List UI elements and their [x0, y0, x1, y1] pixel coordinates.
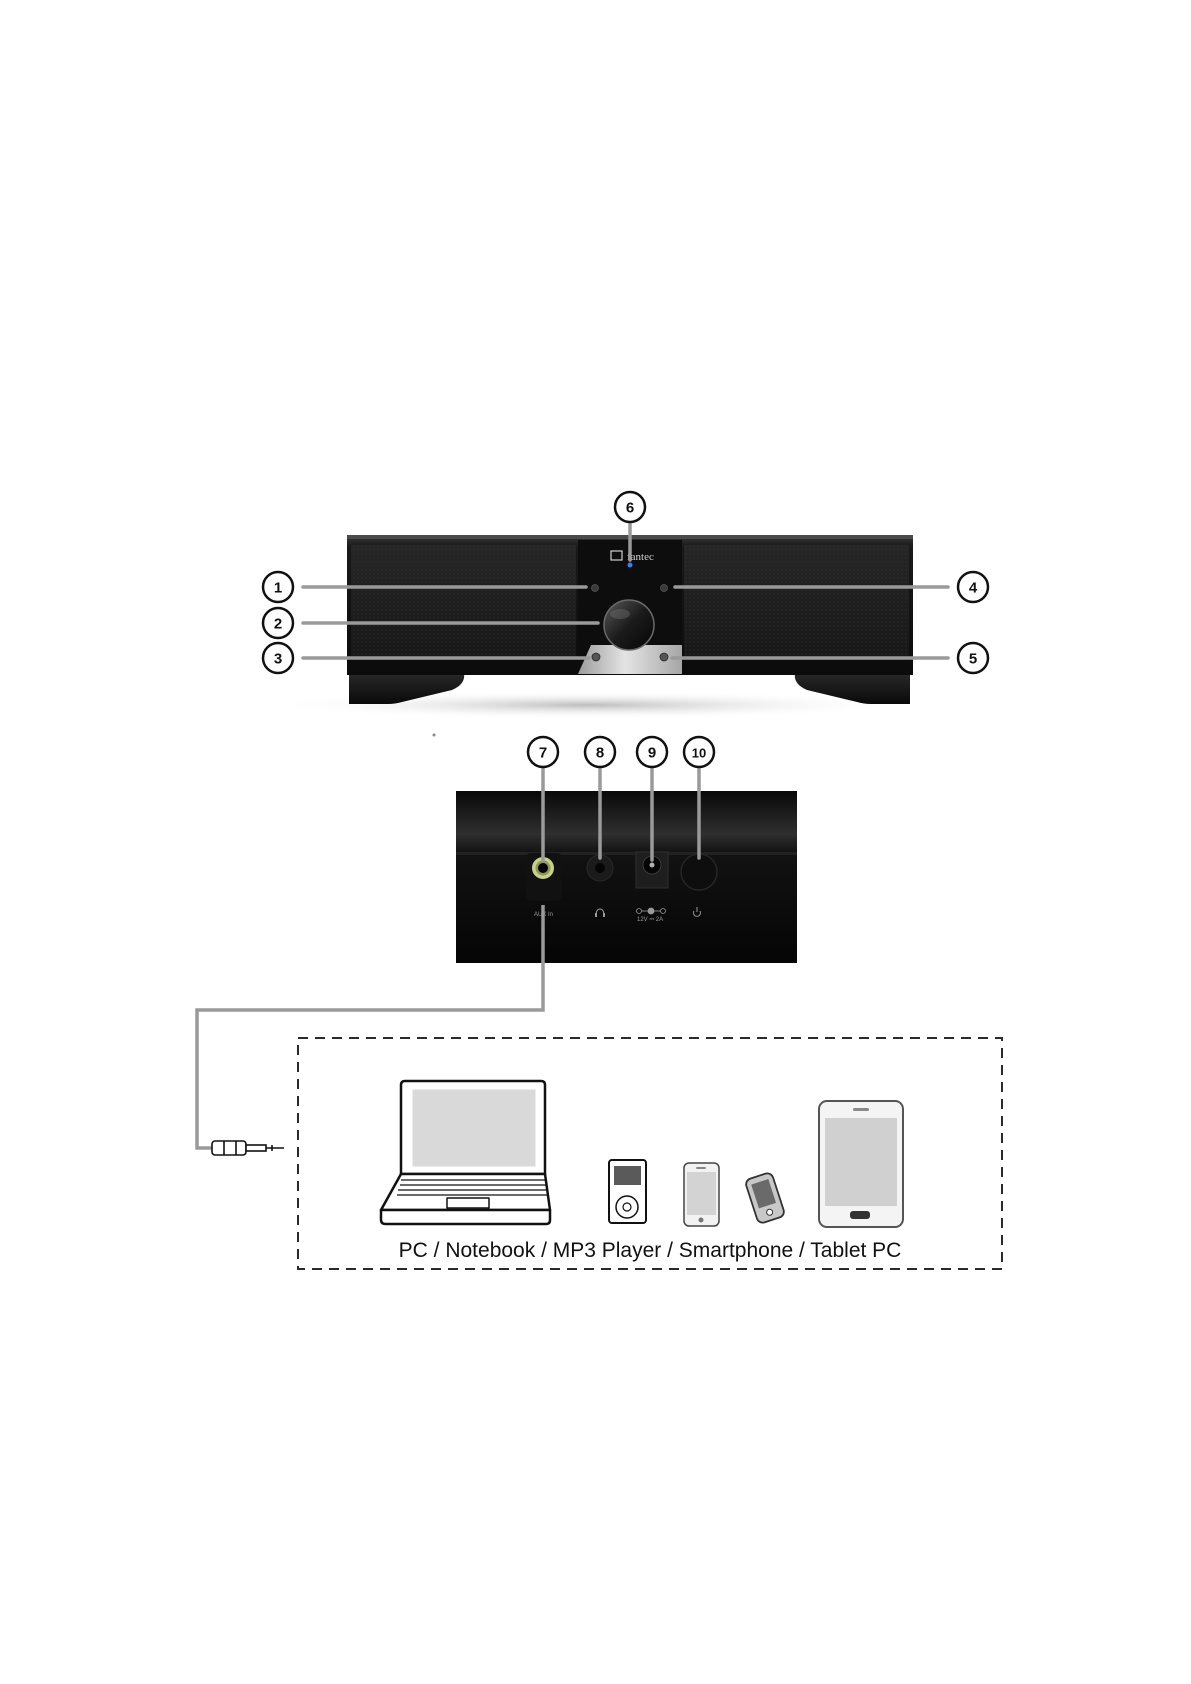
callout-6: 6: [615, 492, 645, 522]
right-bottom-button[interactable]: [660, 653, 668, 661]
audio-plug-icon: [212, 1141, 284, 1155]
callout-7: 7: [528, 737, 558, 767]
left-top-button[interactable]: [592, 585, 599, 592]
svg-text:10: 10: [692, 746, 706, 761]
svg-text:4: 4: [969, 580, 978, 597]
laptop-icon: [381, 1081, 550, 1224]
callout-9: 9: [637, 737, 667, 767]
svg-text:8: 8: [596, 745, 604, 762]
callout-3: 3: [263, 643, 293, 673]
source-devices: PC / Notebook / MP3 Player / Smartphone …: [298, 1038, 1002, 1269]
callout-8: 8: [585, 737, 615, 767]
left-bottom-button[interactable]: [592, 653, 600, 661]
callout-5: 5: [958, 643, 988, 673]
svg-text:5: 5: [969, 651, 977, 668]
svg-text:3: 3: [274, 651, 282, 668]
rear-panel-body: [456, 791, 797, 963]
dc-in-label: 12V ⎓ 2A: [637, 917, 663, 923]
callout-4: 4: [958, 572, 988, 602]
callout-10: 10: [684, 737, 714, 767]
mp3-player-icon: [609, 1160, 646, 1223]
power-led: [628, 563, 633, 568]
tablet-icon: [819, 1101, 903, 1227]
stray-dot: [433, 734, 436, 737]
callout-1: 1: [263, 572, 293, 602]
smartphone-icon: [684, 1163, 719, 1226]
front-speaker: fantec: [267, 535, 913, 719]
callout-2: 2: [263, 608, 293, 638]
devices-caption: PC / Notebook / MP3 Player / Smartphone …: [399, 1239, 902, 1262]
svg-text:7: 7: [539, 745, 547, 762]
svg-text:1: 1: [274, 580, 282, 597]
svg-text:9: 9: [648, 745, 656, 762]
rear-panel: AUX In 12V ⎓ 2A: [456, 791, 797, 963]
volume-knob[interactable]: [604, 600, 654, 650]
right-top-button[interactable]: [661, 585, 668, 592]
svg-text:6: 6: [626, 500, 634, 517]
svg-text:2: 2: [274, 616, 282, 633]
pda-icon: [745, 1172, 786, 1224]
audio-jack-icon: [538, 863, 548, 873]
